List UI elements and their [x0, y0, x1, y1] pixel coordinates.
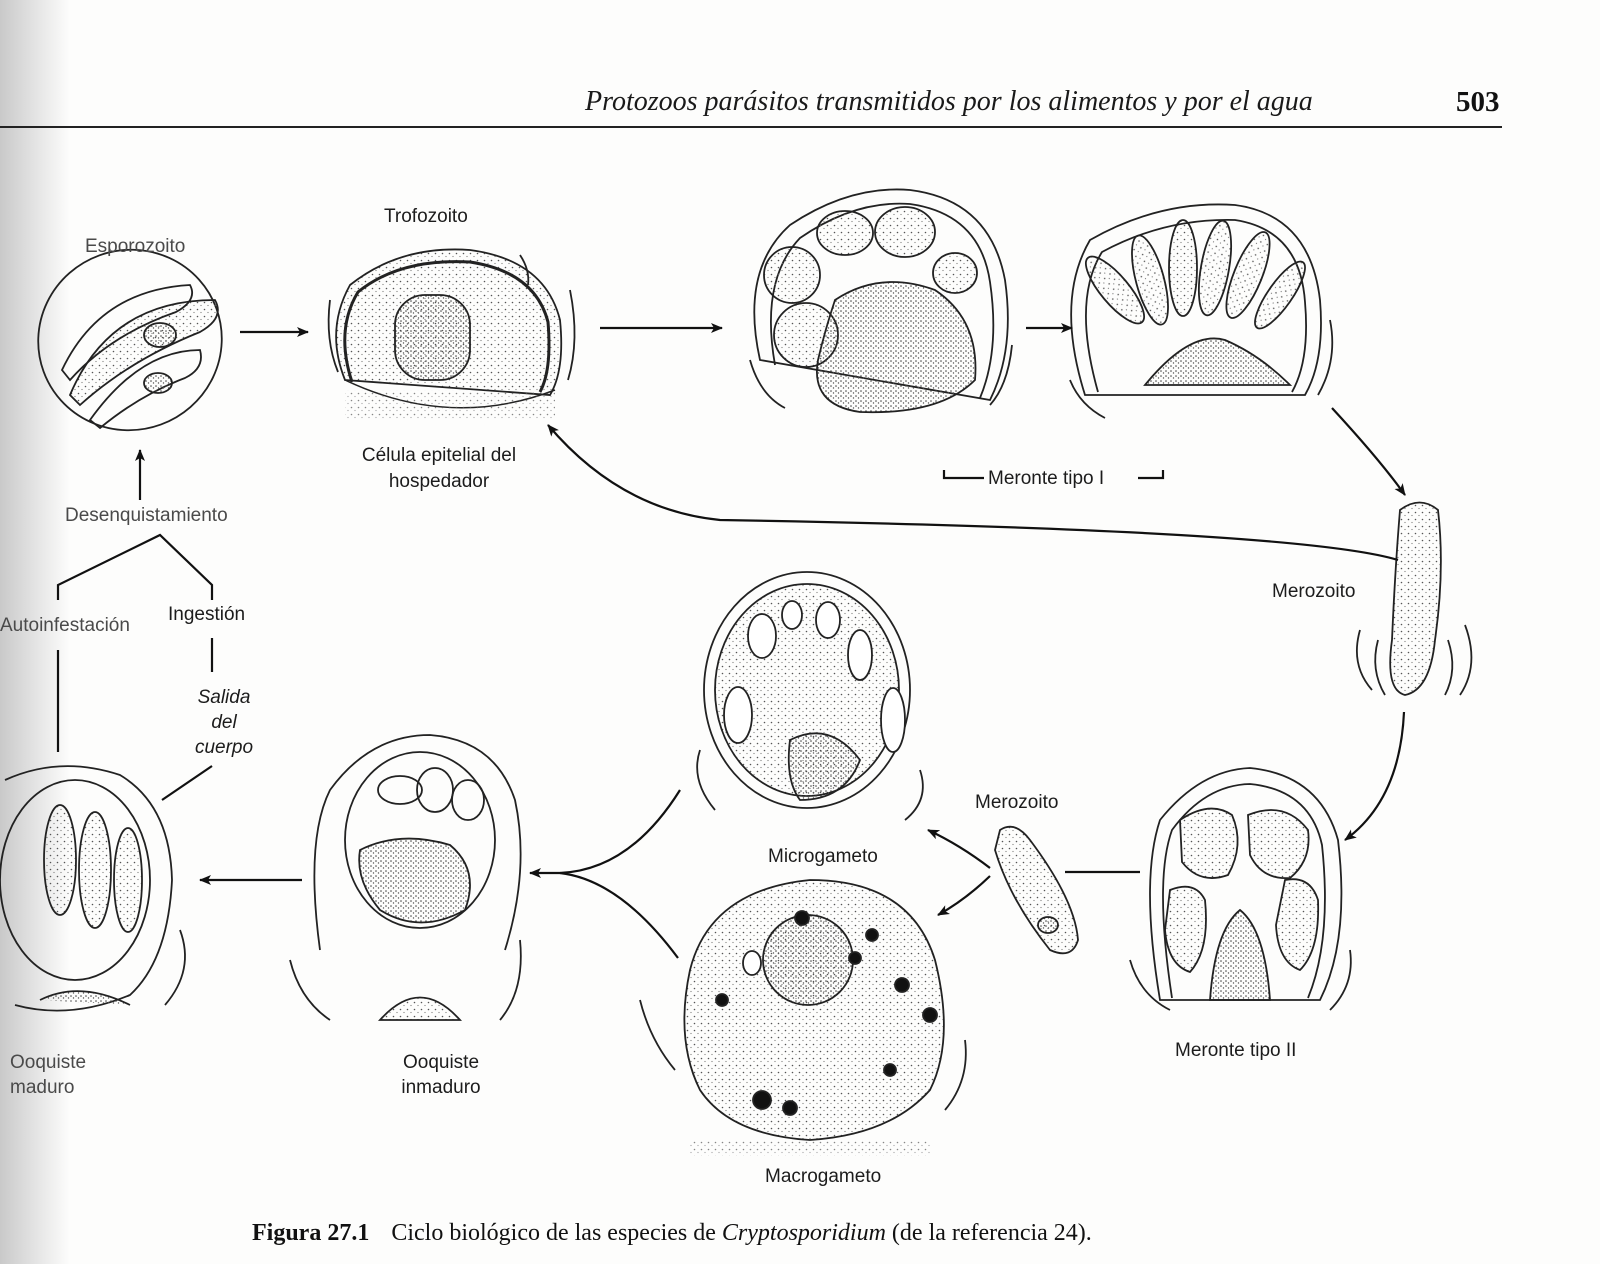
page-binding-shadow	[0, 0, 70, 1264]
caption-text-before: Ciclo biológico de las especies de	[391, 1220, 722, 1246]
label-celula-epitelial: Célula epitelial del	[362, 445, 516, 466]
microgameto-drawing	[696, 571, 924, 821]
meronte-tipo-1-drawing-b	[1069, 203, 1334, 419]
merozoito-drawing-1	[1355, 501, 1473, 696]
caption-text-after: (de la referencia 24).	[885, 1220, 1092, 1246]
label-salida: Salida	[198, 687, 251, 708]
label-meronte-tipo-1: Meronte tipo I	[988, 468, 1104, 489]
meronte-tipo-1-drawing-a	[749, 188, 1013, 414]
page-number: 503	[1456, 86, 1500, 118]
figure-label: Figura 27.1	[252, 1220, 370, 1246]
label-merozoito-2: Merozoito	[975, 792, 1058, 813]
label-meronte-tipo-2: Meronte tipo II	[1175, 1040, 1296, 1061]
label-esporozoito: Esporozoito	[85, 236, 185, 257]
label-trofozoito: Trofozoito	[384, 206, 468, 227]
trofozoito-drawing	[327, 248, 576, 420]
label-del: del	[211, 712, 237, 733]
figure-caption: Figura 27.1 Ciclo biológico de las especi…	[252, 1220, 1092, 1247]
merozoito-drawing-2	[994, 825, 1079, 955]
label-macrogameto: Macrogameto	[765, 1166, 881, 1187]
label-hospedador: hospedador	[389, 471, 490, 492]
esporozoito-drawing	[37, 248, 223, 432]
label-ooquiste-inmaduro-1: Ooquiste	[403, 1052, 479, 1073]
label-ingestion: Ingestión	[168, 604, 245, 625]
label-ooquiste-maduro-2: maduro	[10, 1077, 74, 1098]
label-cuerpo: cuerpo	[195, 737, 253, 758]
label-ooquiste-maduro-1: Ooquiste	[10, 1052, 86, 1073]
macrogameto-drawing	[639, 879, 967, 1156]
caption-species: Cryptosporidium	[721, 1220, 886, 1246]
label-merozoito-1: Merozoito	[1272, 581, 1355, 602]
label-ooquiste-inmaduro-2: inmaduro	[401, 1077, 480, 1098]
running-header: Protozoos parásitos transmitidos por los…	[585, 86, 1313, 117]
label-microgameto: Microgameto	[768, 846, 878, 867]
ooquiste-maduro-drawing	[0, 765, 186, 1012]
header-rule	[0, 126, 1502, 128]
meronte-tipo-2-drawing	[1129, 767, 1352, 1011]
label-desenquistamiento: Desenquistamiento	[65, 505, 228, 526]
ooquiste-inmaduro-drawing	[289, 734, 522, 1021]
lifecycle-arrows	[56, 323, 1406, 959]
label-autoinfestacion: Autoinfestación	[0, 615, 130, 636]
